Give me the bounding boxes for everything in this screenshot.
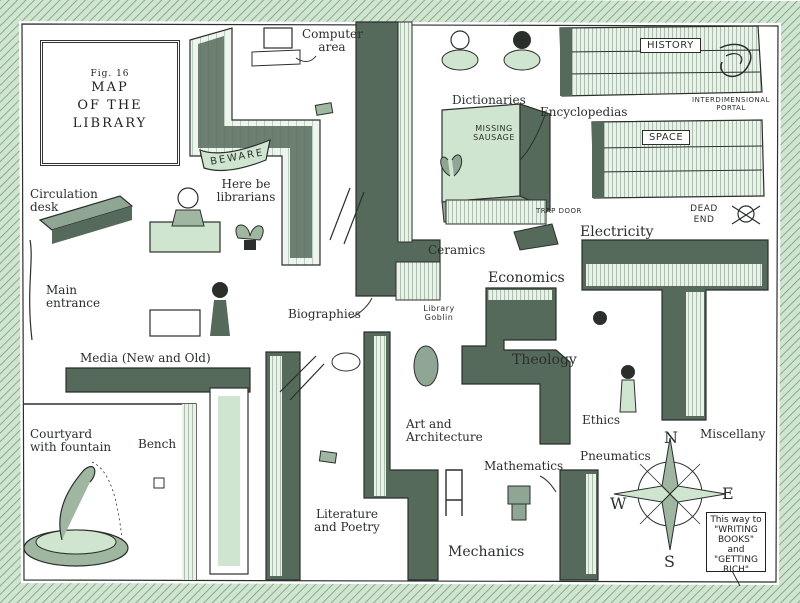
title-line-2: OF THE	[77, 98, 143, 113]
label-media: Media (New and Old)	[80, 351, 211, 365]
skull	[737, 205, 755, 223]
label-pneumatics: Pneumatics	[580, 449, 651, 463]
title-line-3: LIBRARY	[72, 116, 148, 131]
beware-banner	[199, 139, 271, 171]
label-dictionaries: Dictionaries	[452, 93, 526, 107]
compass-e: E	[722, 484, 734, 503]
label-literature-and-poetry: Literature and Poetry	[314, 507, 380, 534]
label-courtyard: Courtyard with fountain	[30, 427, 112, 454]
label-electricity: Electricity	[580, 224, 654, 240]
label-encyclopedias: Encyclopedias	[540, 105, 628, 119]
label-dead-end: DEAD END	[690, 204, 718, 225]
label-ceramics: Ceramics	[428, 243, 486, 257]
label-trap-door: TRAP DOOR	[536, 207, 582, 215]
librarian-desk	[149, 221, 221, 253]
compass-w: W	[610, 494, 627, 513]
label-economics: Economics	[488, 270, 565, 286]
label-art-and-architecture: Art and Architecture	[406, 417, 483, 444]
history-shelf	[559, 25, 763, 97]
label-miscellany: Miscellany	[700, 427, 766, 441]
label-library-goblin: Library Goblin	[423, 304, 455, 322]
computer	[263, 27, 293, 49]
title-line-1: MAP	[91, 80, 129, 95]
label-mathematics: Mathematics	[484, 459, 564, 473]
label-bench: Bench	[138, 437, 177, 451]
compass-n: N	[664, 428, 678, 447]
label-here-be-librarians: Here be librarians	[216, 177, 276, 204]
book-cart	[149, 309, 201, 337]
label-space: SPACE	[642, 130, 691, 145]
label-interdimensional-portal: INTERDIMENSIONAL PORTAL	[692, 96, 770, 112]
label-mechanics: Mechanics	[448, 544, 525, 560]
compass-s: S	[664, 552, 675, 571]
label-missing-sausage: MISSING SAUSAGE	[473, 124, 515, 142]
label-theology: Theology	[512, 352, 577, 368]
label-ethics: Ethics	[582, 413, 621, 427]
label-computer-area: Computer area	[302, 27, 363, 54]
goblin	[413, 345, 439, 387]
label-main-entrance: Main entrance	[46, 283, 101, 310]
compass-rose	[613, 437, 727, 551]
wall-media	[65, 367, 251, 393]
librarian	[177, 187, 199, 209]
signpost: This way to "WRITING BOOKS" and "GETTING…	[706, 512, 766, 575]
map-title-card: Fig. 16 MAP OF THE LIBRARY	[40, 40, 180, 166]
label-circulation-desk: Circulation desk	[30, 187, 98, 214]
robot	[507, 485, 531, 505]
label-biographies: Biographies	[288, 307, 361, 321]
wall-economics	[461, 287, 571, 445]
figure-number: Fig. 16	[90, 69, 130, 79]
dictionaries-block	[441, 103, 521, 203]
label-history: HISTORY	[640, 38, 701, 53]
